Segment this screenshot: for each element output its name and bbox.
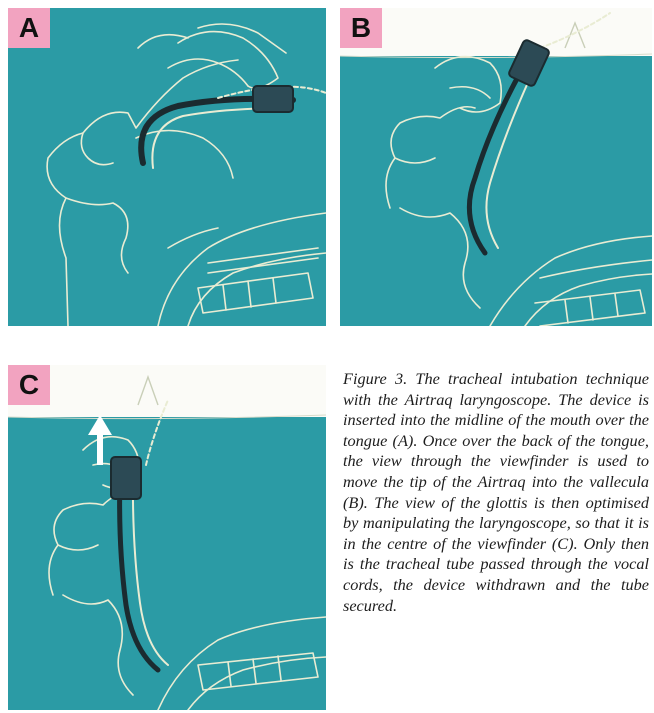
illustration-panel-b: B — [340, 8, 652, 326]
intubation-illustration-c — [8, 365, 326, 710]
illustration-panel-c: C — [8, 365, 326, 710]
intubation-illustration-b — [340, 8, 652, 326]
intubation-illustration-a — [8, 8, 326, 326]
illustration-panel-a: A — [8, 8, 326, 326]
panel-label-a: A — [8, 8, 50, 48]
figure-caption: Figure 3. The tracheal intubation techni… — [343, 369, 649, 616]
panel-label-b: B — [340, 8, 382, 48]
panel-label-c: C — [8, 365, 50, 405]
